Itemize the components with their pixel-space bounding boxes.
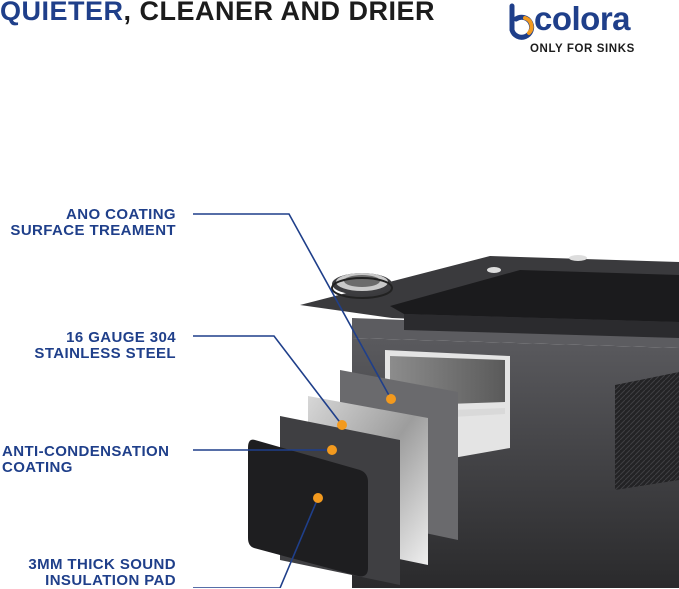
markers <box>313 394 396 503</box>
marker-steel-icon <box>337 420 347 430</box>
callout-line: INSULATION PAD <box>45 572 176 589</box>
callout-ano-coating: ANO COATING SURFACE TREAMENT <box>0 207 176 239</box>
headline-accent: QUIETER <box>0 0 124 26</box>
callout-stainless-steel: 16 GAUGE 304 STAINLESS STEEL <box>0 330 176 362</box>
leader-pad <box>193 497 319 588</box>
callout-line: STAINLESS STEEL <box>34 345 176 362</box>
marker-coating-icon <box>386 394 396 404</box>
brand-name: colora <box>534 0 631 37</box>
brand-logo: colora ONLY FOR SINKS <box>505 0 675 60</box>
callout-line: COATING <box>2 459 73 476</box>
brand-tagline: ONLY FOR SINKS <box>530 43 635 55</box>
page-headline: QUIETER, CLEANER AND DRIER <box>0 0 435 27</box>
callout-line: SURFACE TREAMENT <box>10 222 176 239</box>
callout-insulation-pad: 3MM THICK SOUND INSULATION PAD <box>0 557 176 589</box>
callout-line: ANO COATING <box>66 206 176 223</box>
leader-steel <box>193 335 343 426</box>
layer-insulation-pad <box>248 439 368 577</box>
callout-line: 16 GAUGE 304 <box>66 329 176 346</box>
callout-line: 3MM THICK SOUND <box>28 556 176 573</box>
brand-mark-icon <box>509 3 535 40</box>
headline-rest: , CLEANER AND DRIER <box>123 0 436 26</box>
leader-lines <box>193 213 392 588</box>
leader-coating <box>193 213 392 400</box>
callout-line: ANTI-CONDENSATION <box>2 443 170 460</box>
marker-pad-icon <box>313 493 323 503</box>
callout-anti-condensation: ANTI-CONDENSATION COATING <box>2 444 169 476</box>
marker-anti-icon <box>327 445 337 455</box>
